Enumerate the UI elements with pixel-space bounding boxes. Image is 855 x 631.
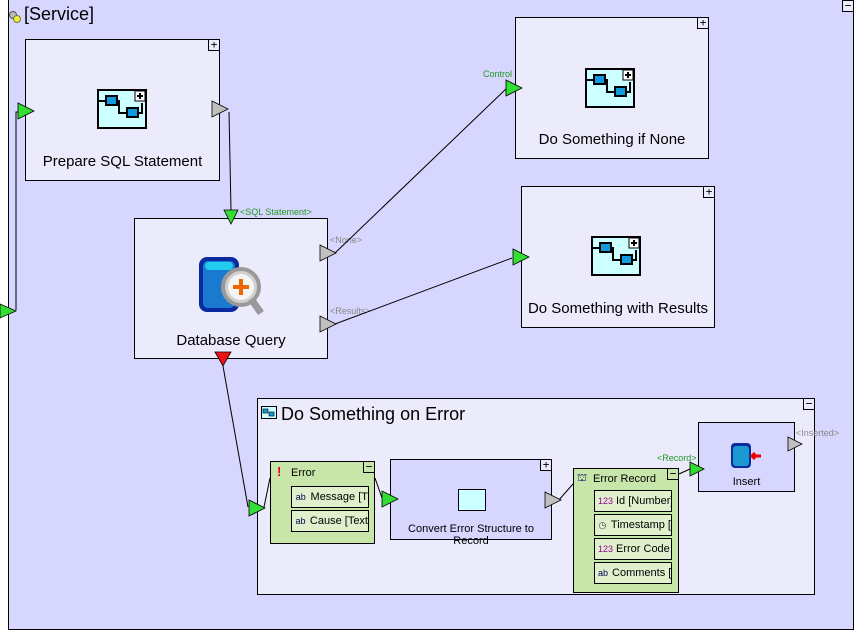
node-do-with-results[interactable]: + Do Something with Results <box>521 186 715 328</box>
text-type-icon: ab <box>295 492 306 502</box>
expand-button[interactable]: + <box>703 186 715 198</box>
group-icon <box>261 405 277 424</box>
node-insert[interactable]: Insert <box>698 422 795 492</box>
port-label-results: <Results> <box>330 306 371 316</box>
field-timestamp[interactable]: ◷Timestamp [ <box>594 514 672 536</box>
error-icon: ! <box>277 464 282 479</box>
node-do-if-none[interactable]: + Do Something if None <box>515 17 709 159</box>
expand-button[interactable]: + <box>540 459 552 471</box>
clock-icon: ◷ <box>598 519 607 530</box>
node-database-query[interactable]: Database Query <box>134 218 328 359</box>
collapse-button[interactable]: − <box>363 461 375 473</box>
group-title: Do Something on Error <box>281 404 466 424</box>
database-insert-icon <box>731 443 761 474</box>
port-label-control: Control <box>483 69 513 79</box>
struct-title: Error Record <box>593 473 656 485</box>
expand-button[interactable]: + <box>208 39 220 51</box>
service-title-text: [Service] <box>24 4 95 24</box>
port-label-sql-statement: <SQL Statement> <box>240 207 312 217</box>
subprocess-icon <box>458 489 486 511</box>
subprocess-icon <box>585 68 635 108</box>
service-collapse-button[interactable]: − <box>842 0 854 12</box>
node-label: Insert <box>732 476 761 488</box>
subprocess-icon <box>591 236 641 276</box>
database-query-icon <box>199 257 265 328</box>
subprocess-icon <box>97 89 147 129</box>
node-label: Convert Error Structure to Record <box>408 523 534 547</box>
node-convert-error[interactable]: + Convert Error Structure to Record <box>390 459 552 547</box>
port-label-none: <None> <box>330 235 363 245</box>
number-type-icon: 123 <box>598 544 614 554</box>
node-label: Do Something if None <box>538 131 686 148</box>
text-type-icon: ab <box>295 516 306 526</box>
node-label: Database Query <box>176 332 286 349</box>
service-title: [Service] <box>8 4 94 25</box>
record-icon: ⛫ <box>577 472 588 484</box>
collapse-button[interactable]: − <box>803 398 815 410</box>
number-type-icon: 123 <box>598 496 614 506</box>
node-prepare-sql[interactable]: + Prepare SQL Statement <box>25 39 220 181</box>
node-label: Prepare SQL Statement <box>42 153 203 170</box>
port-label-record: <Record> <box>657 453 697 463</box>
gear-icon <box>8 8 22 23</box>
text-type-icon: ab <box>598 568 609 578</box>
struct-title: Error <box>291 467 316 479</box>
expand-button[interactable]: + <box>697 17 709 29</box>
collapse-button[interactable]: − <box>667 468 679 480</box>
port-label-inserted: <Inserted> <box>796 428 840 438</box>
node-label: Do Something with Results <box>527 300 709 317</box>
